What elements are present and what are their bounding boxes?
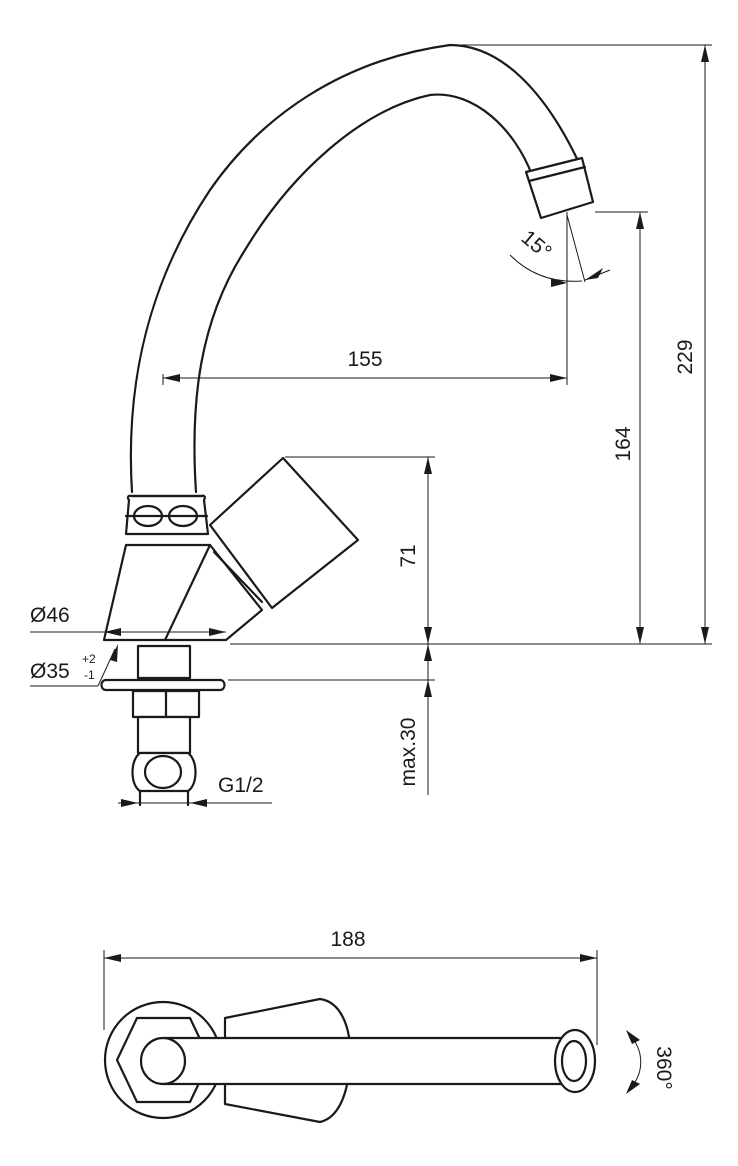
dim-d35-tol-plus: +2 — [82, 652, 96, 666]
dim-d46-label: Ø46 — [30, 604, 70, 627]
angle-15-label: 15° — [517, 226, 556, 264]
dim-max30-label: max.30 — [397, 718, 420, 787]
dim-155-label: 155 — [347, 348, 382, 371]
mounting-washer — [100, 678, 226, 692]
dim-d35-label: Ø35 — [30, 660, 70, 683]
valve-body-seam — [163, 543, 212, 642]
dim-d35-tol-minus: -1 — [84, 668, 95, 682]
connector-nut-face — [143, 754, 183, 790]
spout-outer-edge — [129, 43, 582, 494]
dim-thread-label: G1/2 — [218, 774, 264, 797]
top-view: 188 360° — [103, 928, 675, 1124]
side-view: 229 164 155 15° 71 max.30 — [30, 43, 712, 807]
aerator — [524, 156, 595, 220]
lever-handle-face — [212, 550, 264, 604]
dim-71-label: 71 — [397, 544, 420, 567]
shank-upper — [136, 644, 192, 680]
dim-164-label: 164 — [612, 426, 635, 461]
spout-top — [148, 1036, 587, 1086]
rotation-label: 360° — [652, 1046, 675, 1089]
valve-body — [102, 543, 264, 642]
dim-188-label: 188 — [330, 928, 365, 951]
lever-handle — [208, 456, 360, 610]
dim-229-label: 229 — [674, 339, 697, 374]
spout-inner-edge — [193, 93, 534, 494]
thread-shank — [136, 715, 192, 755]
spout-root-ring — [139, 1036, 187, 1086]
spout-outlet — [560, 1039, 588, 1083]
connector-nut — [131, 751, 197, 793]
angle-15-arc — [509, 254, 583, 282]
spout-outlet-ring — [553, 1028, 597, 1094]
aerator-ring — [527, 165, 587, 183]
